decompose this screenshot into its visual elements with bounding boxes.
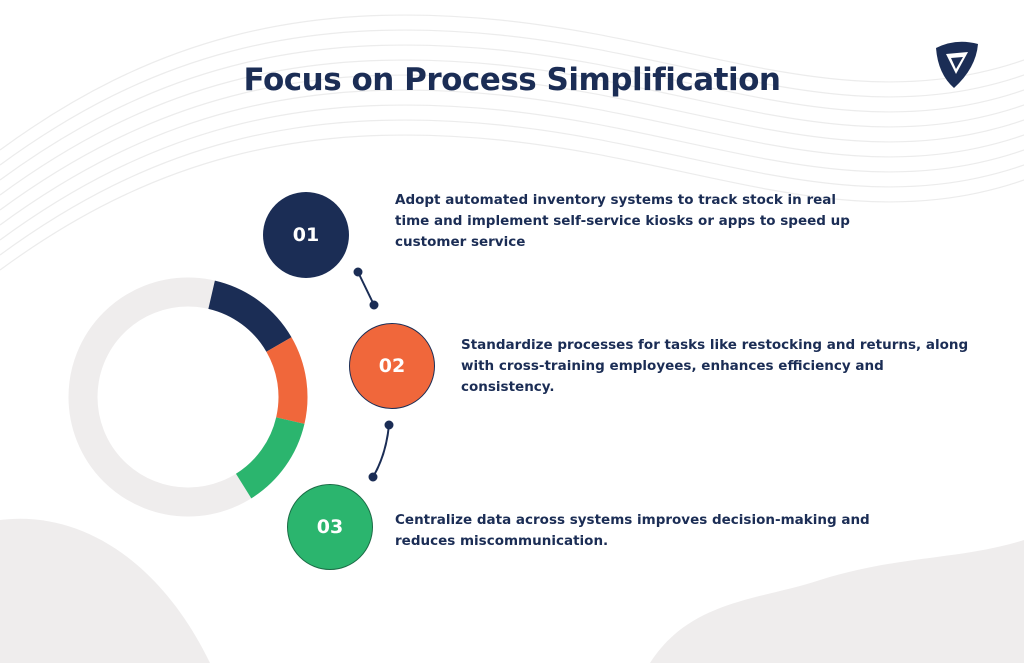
connector-1-2 (353, 267, 379, 310)
step-badge-01: 01 (263, 192, 349, 278)
step-badge-02: 02 (349, 323, 435, 409)
blob-bottom-left (0, 518, 210, 663)
ring-segment-orange (266, 337, 308, 424)
blob-bottom-right (650, 540, 1024, 663)
connector-2-3 (368, 420, 394, 482)
wave-lines (0, 14, 1024, 271)
shield-logo-icon (936, 41, 978, 88)
page-title: Focus on Process Simplification (243, 62, 781, 98)
ring-segment-navy (207, 280, 292, 353)
step-description-01: Adopt automated inventory systems to tra… (395, 192, 850, 250)
ring-segment-green (235, 416, 305, 499)
step-description-02: Standardize processes for tasks like res… (461, 337, 969, 395)
step-badge-03: 03 (287, 484, 373, 570)
step-description-03: Centralize data across systems improves … (395, 512, 870, 549)
